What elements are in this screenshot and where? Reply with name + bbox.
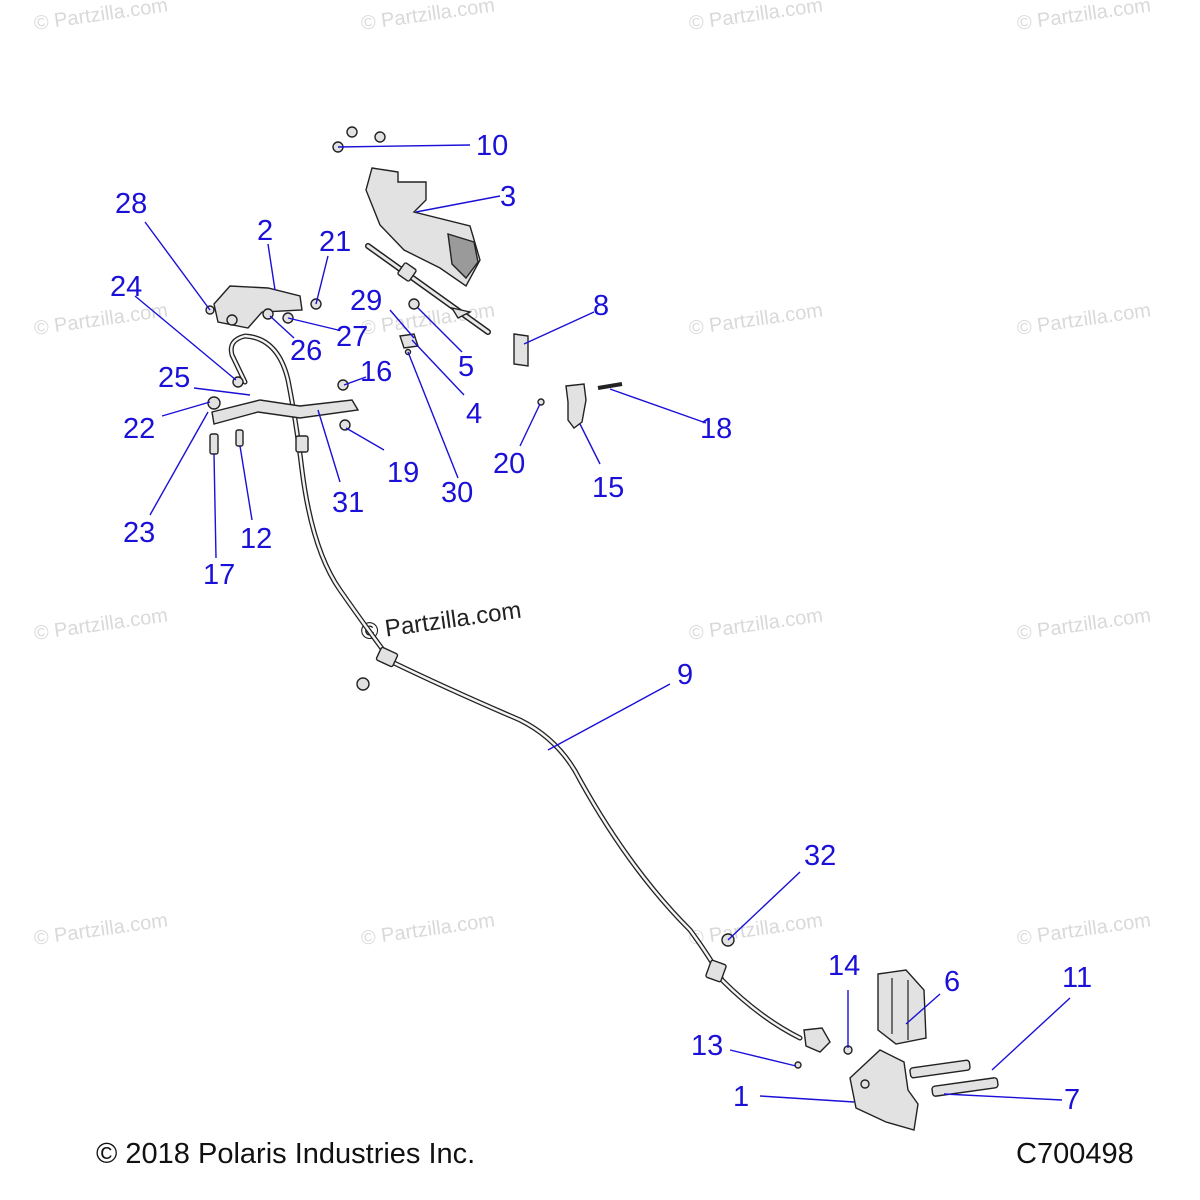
watermark: © Partzilla.com xyxy=(360,0,497,35)
watermark: © Partzilla.com xyxy=(1016,909,1153,950)
watermark: © Partzilla.com xyxy=(688,0,825,35)
callout-1: 1 xyxy=(733,1081,749,1113)
callout-27: 27 xyxy=(336,321,368,353)
callout-3: 3 xyxy=(500,181,516,213)
callout-31: 31 xyxy=(332,487,364,519)
caliper-assembly xyxy=(794,969,999,1131)
watermark: © Partzilla.com xyxy=(688,604,825,645)
callout-5: 5 xyxy=(458,351,474,383)
callout-16: 16 xyxy=(360,356,392,388)
copyright-text: © 2018 Polaris Industries Inc. xyxy=(96,1138,476,1170)
callout-10: 10 xyxy=(476,130,508,162)
callout-20: 20 xyxy=(493,448,525,480)
callout-12: 12 xyxy=(240,523,272,555)
callout-18: 18 xyxy=(700,413,732,445)
watermark: © Partzilla.com xyxy=(33,299,170,340)
watermark: © Partzilla.com xyxy=(33,0,170,35)
callout-4: 4 xyxy=(466,398,482,430)
callout-26: 26 xyxy=(290,335,322,367)
callout-24: 24 xyxy=(110,271,142,303)
callout-25: 25 xyxy=(158,362,190,394)
callout-2: 2 xyxy=(257,215,273,247)
callout-30: 30 xyxy=(441,477,473,509)
callout-7: 7 xyxy=(1064,1084,1080,1116)
watermark: © Partzilla.com xyxy=(688,909,825,950)
callout-8: 8 xyxy=(593,290,609,322)
callout-19: 19 xyxy=(387,457,419,489)
callouts: 10 3 28 2 21 24 29 8 27 26 5 25 16 4 22 … xyxy=(110,130,1092,1116)
callout-11: 11 xyxy=(1062,962,1092,994)
callout-32: 32 xyxy=(804,840,836,872)
callout-15: 15 xyxy=(592,472,624,504)
watermark: © Partzilla.com xyxy=(1016,604,1153,645)
watermark: © Partzilla.com xyxy=(1016,0,1153,35)
callout-6: 6 xyxy=(944,966,960,998)
center-watermark: © Partzilla.com xyxy=(359,597,523,646)
watermark: © Partzilla.com xyxy=(33,604,170,645)
leader-lines xyxy=(134,144,1071,1103)
callout-13: 13 xyxy=(691,1030,723,1062)
diagram-code: C700498 xyxy=(1016,1138,1134,1170)
callout-22: 22 xyxy=(123,413,155,445)
lever xyxy=(207,376,360,455)
callout-14: 14 xyxy=(828,950,860,982)
watermark: © Partzilla.com xyxy=(360,909,497,950)
callout-21: 21 xyxy=(319,226,351,258)
callout-17: 17 xyxy=(203,559,235,591)
watermark: © Partzilla.com xyxy=(33,909,170,950)
brake-cable xyxy=(228,333,803,1041)
callout-23: 23 xyxy=(123,517,155,549)
callout-9: 9 xyxy=(677,659,693,691)
brake-switch xyxy=(537,382,623,429)
callout-29: 29 xyxy=(350,285,382,317)
pedal-bracket xyxy=(365,167,491,335)
watermark: © Partzilla.com xyxy=(1016,299,1153,340)
bolts xyxy=(332,126,386,153)
watermark: © Partzilla.com xyxy=(688,299,825,340)
small-hardware xyxy=(399,298,420,356)
clip-part xyxy=(513,333,529,367)
callout-28: 28 xyxy=(115,188,147,220)
